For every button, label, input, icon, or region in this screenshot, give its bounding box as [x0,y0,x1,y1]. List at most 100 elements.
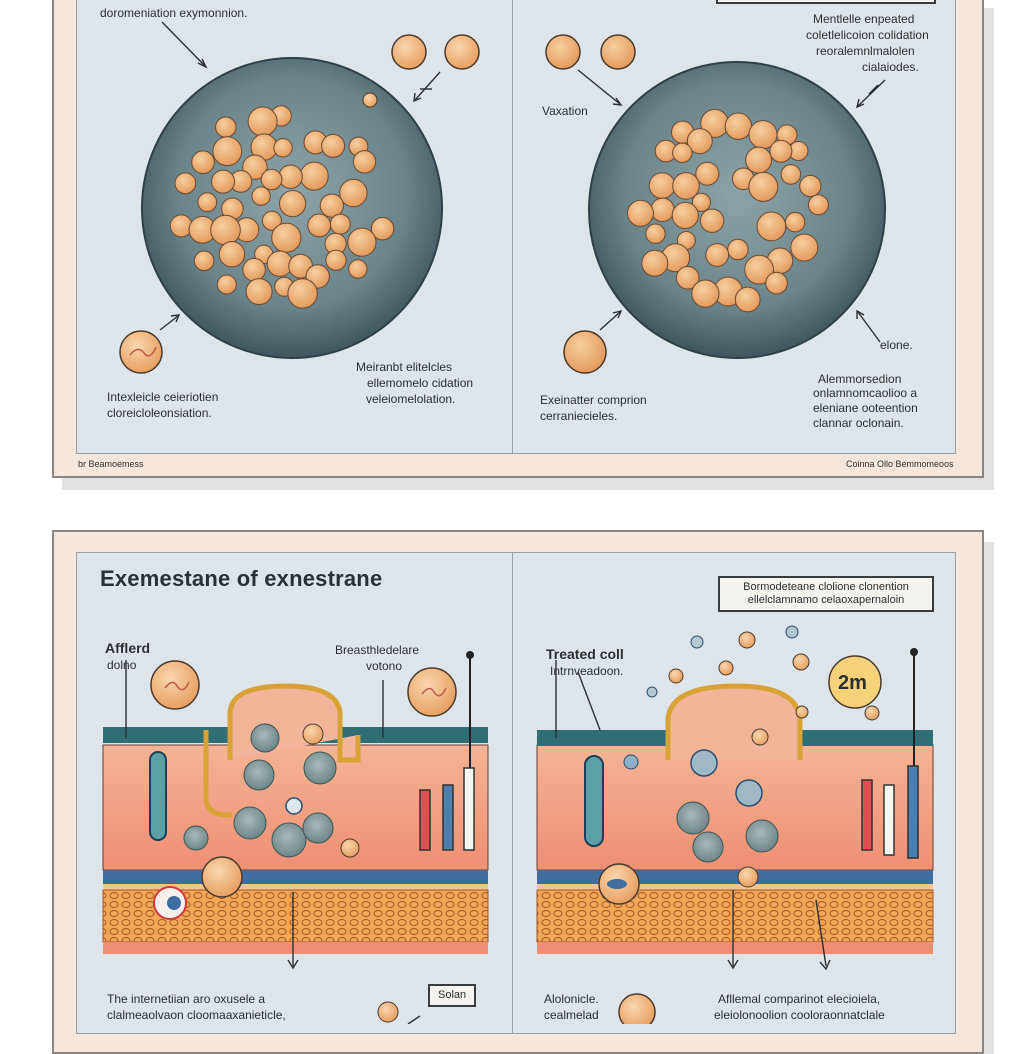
cluster-cell [699,208,725,233]
top-right-caption: coletlelicoion colidation [806,28,929,42]
cluster-cell [672,142,693,164]
treated-label: Intrnveadoon. [550,664,624,678]
free-cell [119,330,163,374]
cluster-cell [174,172,197,195]
bottom-right-caption: cealmelad [544,1008,599,1022]
cluster-cell [197,192,218,213]
cluster-cell [339,178,368,208]
bottom-illustration [102,625,934,1024]
cell-cluster-right [627,108,829,313]
cluster-cell [756,211,787,242]
cluster-cell [193,250,215,272]
bottom-left-caption: The internetiian aro oxusele a [107,992,266,1006]
cluster-cell [216,274,237,295]
free-cell [563,330,607,374]
top-right-label: cerraniecieles. [540,409,618,423]
top-illustration [119,21,886,374]
bottom-left-caption: clalmeaolvaon cloomaaxanieticle, [107,1008,286,1022]
cluster-cell [748,171,779,202]
cluster-cell [212,136,243,167]
cluster-cell [645,223,666,244]
cluster-cell [790,233,819,262]
cluster-cell [744,254,774,285]
right-box-label: Bormodeteane clolione clonention ellelcl… [718,576,934,612]
cluster-cell [251,186,271,206]
cluster-cell [799,174,822,198]
bottom-right-caption: Alolonicle. [544,992,599,1006]
affected-label: Afflerd [105,640,151,656]
bottom-title: Exemestane of exnestrane [100,566,383,591]
top-right-caption: Mentlelle enpeated [813,12,915,26]
cluster-cell [260,168,283,191]
top-footer-left: br Beamoemess [78,459,144,469]
cluster-cell [734,286,761,313]
right-box-line: Bormodeteane clolione clonention [743,581,909,593]
top-left-label: cloreicloleonsiation. [107,406,212,420]
cluster-cell [352,150,377,174]
top-right-label: Exeinatter comprion [540,393,647,407]
cluster-cell [686,128,713,155]
top-left-label: Meiranbt elitelcles [356,360,453,374]
cluster-cell [307,213,332,238]
cluster-cell [769,139,793,163]
free-cell [391,34,427,70]
cluster-cell [279,190,307,218]
cluster-cell [672,172,700,200]
top-footer-right: Coinna Ollo Bemmomeoos [846,459,954,469]
cluster-cell [807,194,829,216]
cluster-cell [691,279,720,308]
cluster-cell [211,169,236,194]
top-right-label: Alemmorsedion [818,372,902,386]
tissue-section-left [102,651,489,1023]
top-left-label: ellemomelo cidation [367,376,474,390]
free-cell [444,34,480,70]
cluster-cell [191,150,215,174]
cluster-cell [321,133,346,158]
cluster-cell [370,217,395,241]
cell-cluster-left [169,105,395,309]
cluster-cell [319,193,344,218]
cluster-cell [641,249,669,277]
tissue-section-right [536,625,934,1024]
cluster-cell [671,201,699,230]
breast-label: Breasthledelare [335,643,420,657]
petri-dish-right [588,61,886,359]
free-cell [600,34,636,70]
free-cell [545,34,581,70]
top-left-label: veleiomelolation. [366,392,456,406]
free-cell [362,92,378,108]
cluster-cell [780,164,802,185]
cluster-cell [627,199,654,227]
cluster-cell [273,138,293,158]
top-left-caption: doromeniation exymonnion. [100,6,248,20]
cluster-cell [245,278,273,306]
cluster-cell [675,266,700,290]
cluster-cell [218,241,246,268]
breast-label: votono [366,659,403,673]
top-left-label: Intexleicle ceieriotien [107,390,219,404]
right-box-line: ellelclamnamo celaoxapernaloin [747,594,905,606]
cluster-cell [765,271,788,295]
bottom-right-caption: eleiolonoolion cooloraonnatclale [714,1008,885,1022]
top-right-caption: reoralemnlmalolen [816,44,915,58]
cluster-cell [695,161,720,186]
cluster-cell [325,249,347,271]
top-right-label: eleniane ooteention [813,401,918,415]
top-right-label: onlamnomcaolioo a [813,386,918,400]
cluster-cell [287,278,318,309]
cluster-cell [261,210,282,231]
cluster-cell [348,259,368,279]
top-right-label: clannar oclonain. [813,416,904,430]
top-right-label: elone. [880,338,913,352]
cluster-cell [705,243,730,267]
top-right-label: Vaxation [542,104,588,118]
top-right-caption: cialaiodes. [862,60,919,74]
size-badge: 2m [838,672,867,694]
bottom-right-caption: Afllemal comparinot elecioiela, [718,992,881,1006]
cluster-cell [347,227,377,257]
treated-label: Treated coll [546,646,624,662]
top-right-box-label [716,0,936,4]
solan-box: Solan [428,984,477,1007]
affected-label: dolno [107,658,137,672]
cluster-cell [691,192,712,212]
